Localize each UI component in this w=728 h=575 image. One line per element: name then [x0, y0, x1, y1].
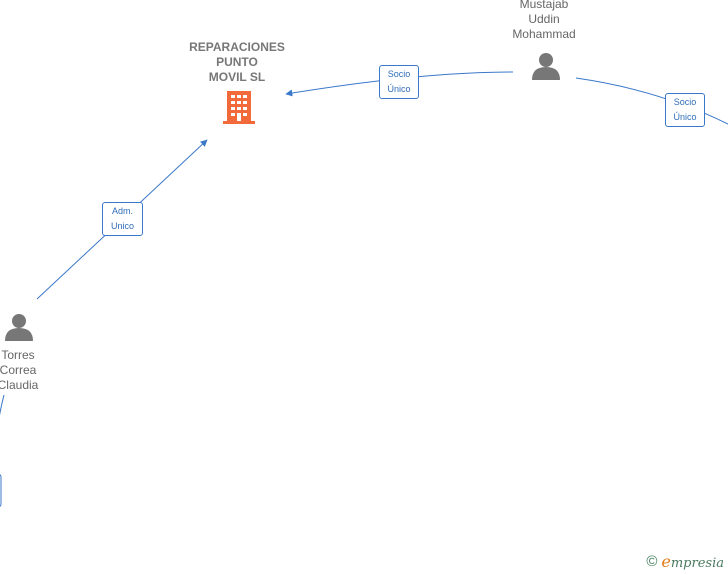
offscreen-edge-label-fragment	[0, 474, 2, 507]
person-name-line: Correa	[0, 363, 37, 377]
edge-label-line: Socio	[387, 69, 411, 79]
edge-label-adm-unico[interactable]: Adm. Unico	[102, 202, 143, 236]
person-icon[interactable]	[532, 53, 560, 80]
edge-label-line: Adm.	[111, 206, 133, 216]
brand-name: mpresia	[670, 556, 724, 571]
person-name-line: Uddin	[528, 12, 560, 26]
edge-label-socio-unico[interactable]: Socio Único	[379, 65, 419, 99]
building-icon[interactable]	[223, 91, 255, 124]
copyright-icon: ©	[646, 553, 658, 570]
edge-label-line: Socio	[673, 97, 697, 107]
person-name-line: Mustajab	[519, 0, 569, 11]
copyright-footer: © empresia	[646, 552, 724, 571]
company-name-line: PUNTO	[216, 55, 258, 69]
edge-left-down	[0, 394, 5, 416]
edge-label-line: Unico	[110, 221, 134, 231]
person-icon[interactable]	[5, 314, 33, 341]
edge-label-line: Único	[387, 84, 411, 94]
person-left-label[interactable]: Torres Correa Claudia	[0, 348, 48, 393]
company-name-line: REPARACIONES	[189, 40, 285, 54]
company-name-label[interactable]: REPARACIONES PUNTO MOVIL SL	[177, 40, 297, 85]
person-name-line: Torres	[1, 348, 35, 362]
person-name-line: Mohammad	[512, 27, 576, 41]
person-name-line: Claudia	[0, 378, 39, 392]
brand-initial: e	[661, 552, 671, 571]
edge-label-line: Único	[673, 112, 697, 122]
brand-logo[interactable]: empresia	[661, 552, 724, 571]
person-top-label[interactable]: Mustajab Uddin Mohammad	[494, 0, 594, 42]
company-name-line: MOVIL SL	[208, 70, 266, 84]
edge-top-to-right	[575, 77, 728, 125]
edge-label-socio-unico[interactable]: Socio Único	[665, 93, 705, 127]
